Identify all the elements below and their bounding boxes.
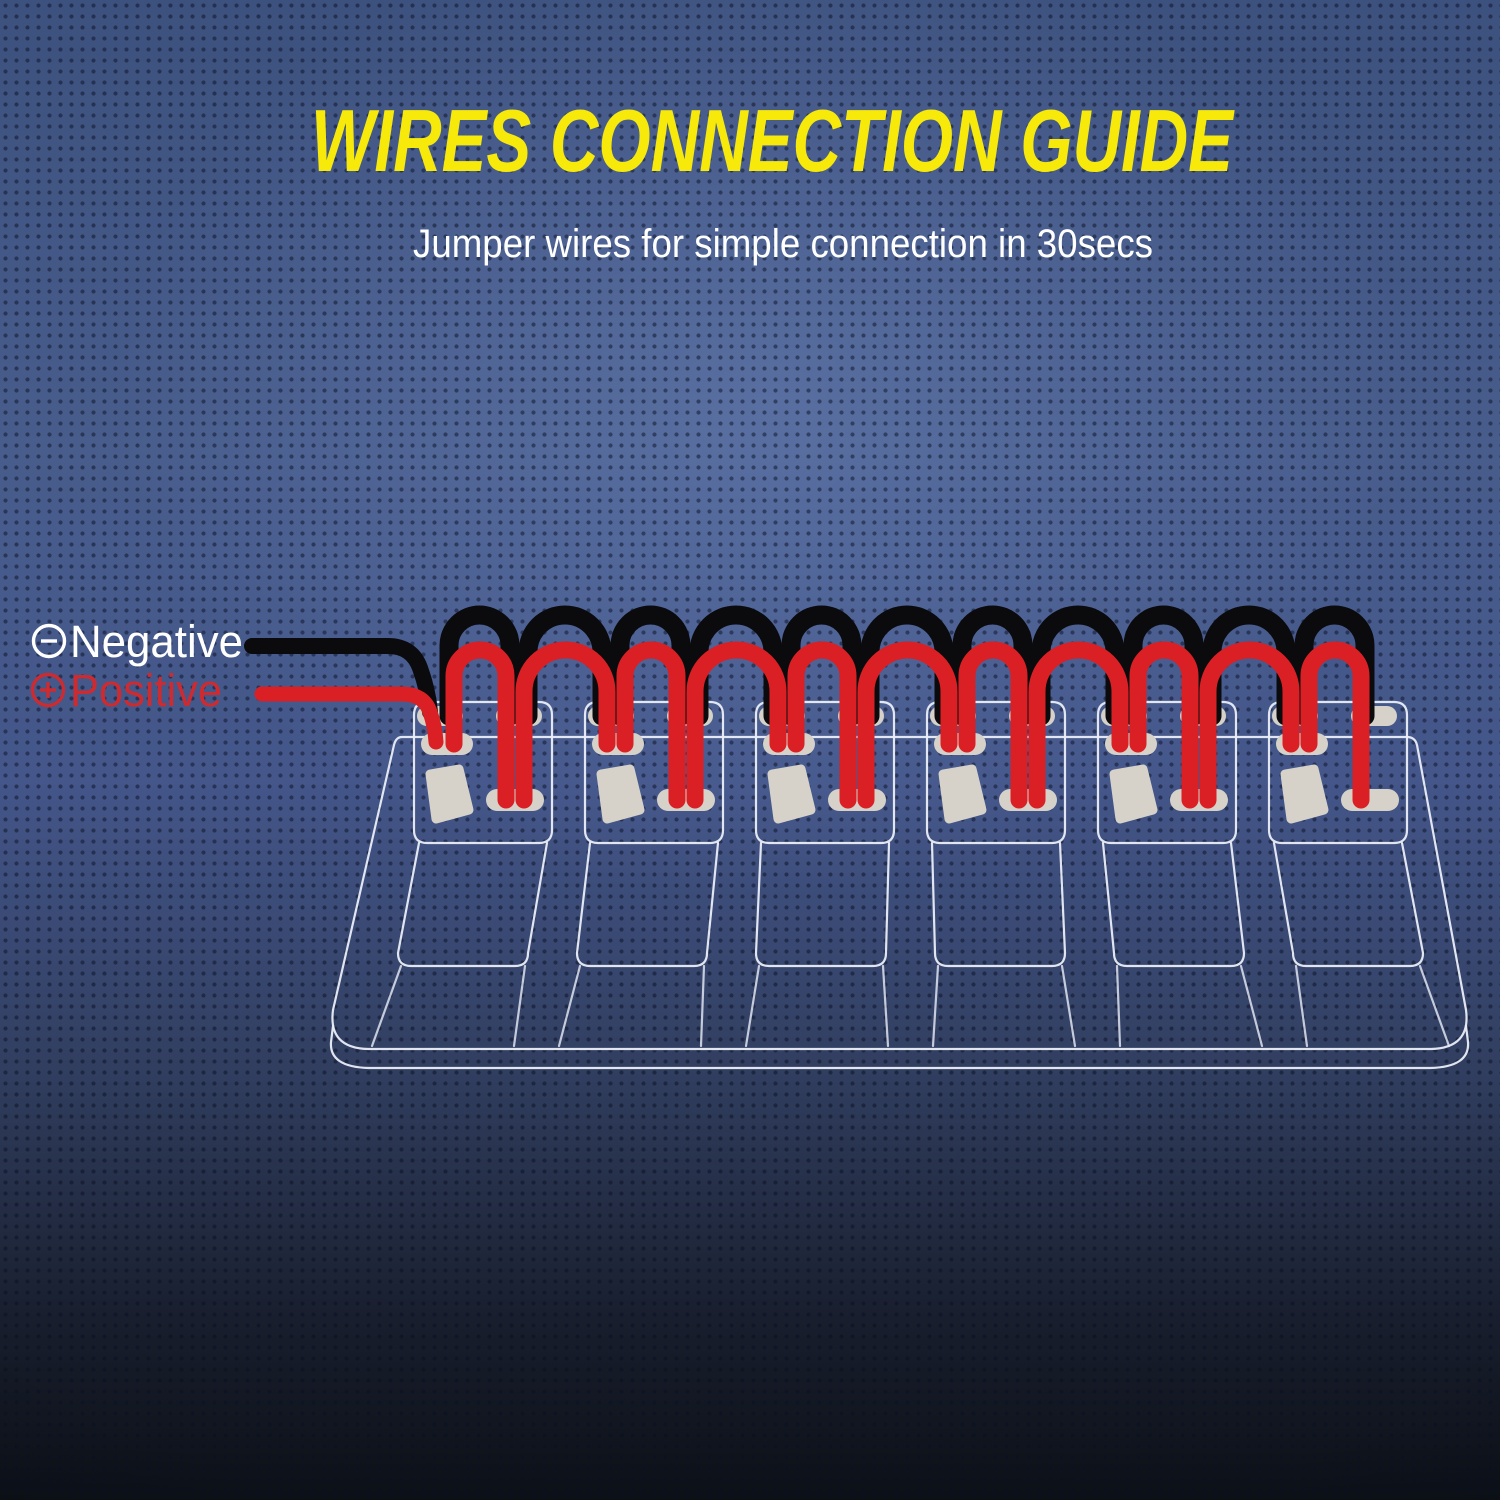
switch-body xyxy=(1101,841,1246,968)
negative-jumper-arch xyxy=(1123,605,1204,726)
negative-jumper-arch xyxy=(1202,605,1296,726)
negative-jumper-arch xyxy=(518,605,612,726)
switch-perspective-line xyxy=(881,964,890,1048)
plus-circle-icon xyxy=(30,672,66,708)
positive-jumper-arch xyxy=(686,641,787,809)
rocker-actuator xyxy=(1109,764,1158,824)
terminal-pad-front xyxy=(828,789,886,811)
terminal-pad-front xyxy=(657,789,715,811)
negative-jumper-arch xyxy=(1031,605,1125,726)
positive-jumper-arch xyxy=(1129,641,1199,809)
switch-top-face xyxy=(412,700,554,845)
legend: Negative Positive xyxy=(30,616,243,716)
switches-group xyxy=(370,700,1451,1048)
positive-jumper-arch xyxy=(616,641,686,809)
switch-perspective-line xyxy=(1294,964,1309,1048)
negative-jumper-arch xyxy=(439,605,520,726)
switch-perspective-line xyxy=(1239,964,1264,1048)
switch-perspective-line xyxy=(370,964,403,1048)
positive-lead-wire xyxy=(254,686,444,750)
switch-perspective-line xyxy=(1418,964,1451,1048)
terminal-pad-front xyxy=(486,789,544,811)
switch-body xyxy=(754,841,891,968)
rocker-actuator xyxy=(1280,764,1329,824)
switch-perspective-line xyxy=(699,964,706,1048)
positive-jumper-arch xyxy=(857,641,958,809)
switch-perspective-line xyxy=(931,964,940,1048)
positive-jumper-arch xyxy=(1028,641,1129,809)
negative-jumper-arch xyxy=(610,605,691,726)
switch-5 xyxy=(1096,700,1264,1048)
switch-top-face xyxy=(1267,700,1409,845)
negative-jumper-arch xyxy=(781,605,862,726)
negative-jumper-arch xyxy=(860,605,954,726)
rocker-actuator xyxy=(938,764,987,824)
switch-body xyxy=(930,841,1067,968)
rocker-actuator xyxy=(596,764,645,824)
negative-label: Negative xyxy=(70,616,243,667)
rocker-actuator xyxy=(767,764,816,824)
positive-jumper-arch xyxy=(515,641,616,809)
terminal-pad-front xyxy=(1341,789,1399,811)
page-subtitle: Jumper wires for simple connection in 30… xyxy=(413,222,1153,266)
switch-perspective-line xyxy=(744,964,761,1048)
switch-perspective-line xyxy=(512,964,527,1048)
page-title: WIRES CONNECTION GUIDE xyxy=(311,91,1235,190)
switch-body xyxy=(575,841,720,968)
negative-lead-wire xyxy=(244,638,438,720)
panel-group xyxy=(329,735,1470,1070)
positive-wires-group xyxy=(254,641,1370,809)
positive-jumper-arch xyxy=(787,641,857,809)
positive-jumper-arch xyxy=(1199,641,1300,809)
minus-circle-icon xyxy=(31,623,67,659)
terminal-pad-front xyxy=(999,789,1057,811)
terminal-pad-front xyxy=(1170,789,1228,811)
rocker-actuator xyxy=(425,764,474,824)
negative-jumper-arch xyxy=(1294,605,1375,726)
negative-jumper-arch xyxy=(689,605,783,726)
switch-body xyxy=(1272,841,1425,968)
switch-top-face xyxy=(754,700,896,845)
positive-jumper-arch xyxy=(445,641,515,809)
panel-outline xyxy=(331,735,1468,1051)
positive-jumper-arch xyxy=(1300,641,1370,809)
panel-base-edge xyxy=(329,1024,1470,1070)
switch-perspective-line xyxy=(557,964,582,1048)
switch-top-face xyxy=(925,700,1067,845)
switch-top-face xyxy=(583,700,725,845)
switch-body xyxy=(396,841,549,968)
switch-perspective-line xyxy=(1060,964,1077,1048)
switch-top-face xyxy=(1096,700,1238,845)
positive-label: Positive xyxy=(70,665,222,716)
positive-jumper-arch xyxy=(958,641,1028,809)
switch-4 xyxy=(925,700,1077,1048)
switch-perspective-line xyxy=(1115,964,1122,1048)
negative-jumper-arch xyxy=(952,605,1033,726)
